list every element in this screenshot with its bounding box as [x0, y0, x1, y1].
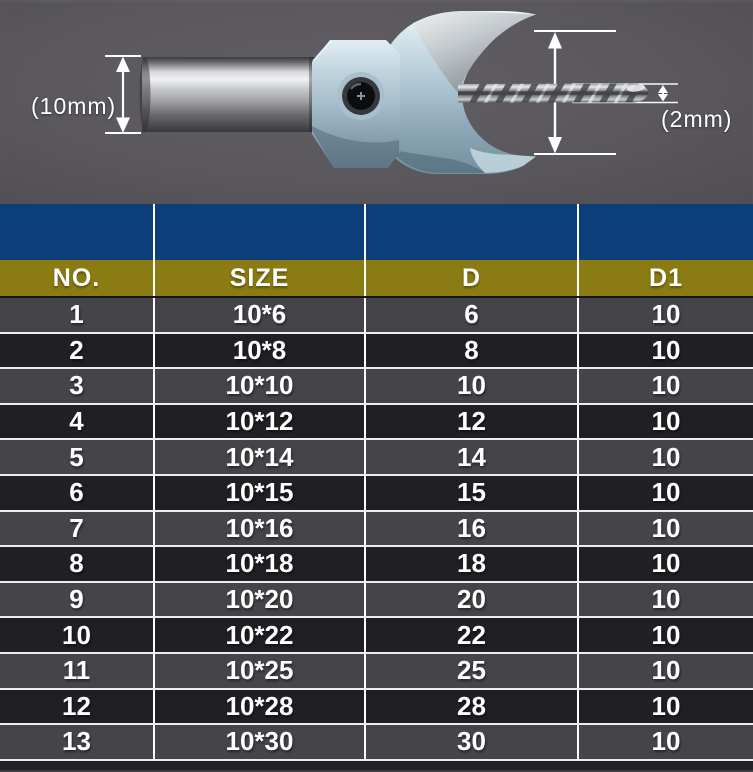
cell-d: 18: [366, 547, 577, 581]
table-row: 10 10*22 22 10: [0, 616, 753, 652]
column-header-d: D: [366, 260, 577, 296]
cell-d: 25: [366, 653, 577, 688]
cell-size: 10*28: [155, 689, 364, 724]
cell-size: 10*15: [155, 475, 364, 510]
cell-d1: 10: [579, 404, 753, 439]
column-header-d1: D1: [579, 260, 753, 296]
head-dimension-arrow: [534, 30, 616, 155]
twist-drill: [458, 83, 649, 103]
cell-no: 8: [0, 547, 153, 581]
table-row: 12 10*28 28 10: [0, 687, 753, 724]
cell-d1: 10: [579, 725, 753, 759]
cell-d1: 10: [579, 511, 753, 546]
cell-no: 2: [0, 333, 153, 368]
cell-d: 16: [366, 511, 577, 546]
cell-size: 10*25: [155, 653, 364, 688]
band-cell: [0, 204, 153, 260]
table-row: 6 10*15 15 10: [0, 473, 753, 510]
cell-no: 12: [0, 689, 153, 724]
cell-size: 10*10: [155, 369, 364, 403]
cell-size: 10*12: [155, 404, 364, 439]
cell-no: 1: [0, 298, 153, 332]
cell-no: 13: [0, 725, 153, 759]
table-row: 3 10*10 10 10: [0, 367, 753, 403]
band-cell: [366, 204, 577, 260]
drill-diameter-label: (2mm): [661, 106, 733, 132]
cell-no: 11: [0, 653, 153, 688]
cell-d: 10: [366, 369, 577, 403]
cell-size: 10*22: [155, 618, 364, 652]
cell-size: 10*14: [155, 440, 364, 474]
cell-d1: 10: [579, 475, 753, 510]
cell-d: 6: [366, 298, 577, 332]
column-header-size: SIZE: [155, 260, 364, 296]
drill-dimension-arrow: [658, 85, 668, 102]
table-bottom-strip: [0, 758, 753, 772]
set-screw: [337, 72, 385, 120]
cell-no: 7: [0, 511, 153, 546]
table-row: 4 10*12 12 10: [0, 402, 753, 439]
cell-d: 28: [366, 689, 577, 724]
table-row: 1 10*6 6 10: [0, 296, 753, 332]
table-row: 7 10*16 16 10: [0, 509, 753, 546]
table-top-band: [0, 204, 753, 260]
band-cell: [155, 204, 364, 260]
cell-no: 10: [0, 618, 153, 652]
cell-d1: 10: [579, 298, 753, 332]
cell-d: 14: [366, 440, 577, 474]
cell-d1: 10: [579, 547, 753, 581]
cell-size: 10*18: [155, 547, 364, 581]
cell-d1: 10: [579, 689, 753, 724]
table-row: 9 10*20 20 10: [0, 580, 753, 617]
shank: [139, 57, 316, 132]
cell-no: 5: [0, 440, 153, 474]
cell-d1: 10: [579, 582, 753, 617]
cell-size: 10*30: [155, 725, 364, 759]
cell-size: 10*8: [155, 333, 364, 368]
table-row: 5 10*14 14 10: [0, 438, 753, 474]
cell-d: 20: [366, 582, 577, 617]
cell-d: 12: [366, 404, 577, 439]
cell-size: 10*20: [155, 582, 364, 617]
cutter-head: [378, 11, 536, 174]
table-row: 13 10*30 30 10: [0, 723, 753, 759]
cell-d1: 10: [579, 653, 753, 688]
table-header-row: NO. SIZE D D1: [0, 260, 753, 296]
cell-d: 22: [366, 618, 577, 652]
spec-table: NO. SIZE D D1 1 10*6 6 10 2 10*8 8 10 3 …: [0, 204, 753, 772]
cell-no: 6: [0, 475, 153, 510]
table-row: 8 10*18 18 10: [0, 545, 753, 581]
cell-d1: 10: [579, 618, 753, 652]
cell-d: 15: [366, 475, 577, 510]
column-header-no: NO.: [0, 260, 153, 296]
shank-dimension-arrow: [105, 55, 141, 134]
cell-d1: 10: [579, 333, 753, 368]
drill-bit-illustration: [105, 11, 678, 174]
table-row: 11 10*25 25 10: [0, 651, 753, 688]
band-cell: [579, 204, 753, 260]
cell-no: 9: [0, 582, 153, 617]
shank-diameter-label: (10mm): [31, 93, 117, 119]
table-body: 1 10*6 6 10 2 10*8 8 10 3 10*10 10 10 4 …: [0, 296, 753, 759]
cell-d1: 10: [579, 369, 753, 403]
cell-no: 4: [0, 404, 153, 439]
cell-d: 8: [366, 333, 577, 368]
product-photo: (10mm) (2mm): [0, 0, 753, 204]
cell-d: 30: [366, 725, 577, 759]
cell-size: 10*16: [155, 511, 364, 546]
cell-d1: 10: [579, 440, 753, 474]
cell-no: 3: [0, 369, 153, 403]
table-row: 2 10*8 8 10: [0, 331, 753, 368]
cell-size: 10*6: [155, 298, 364, 332]
